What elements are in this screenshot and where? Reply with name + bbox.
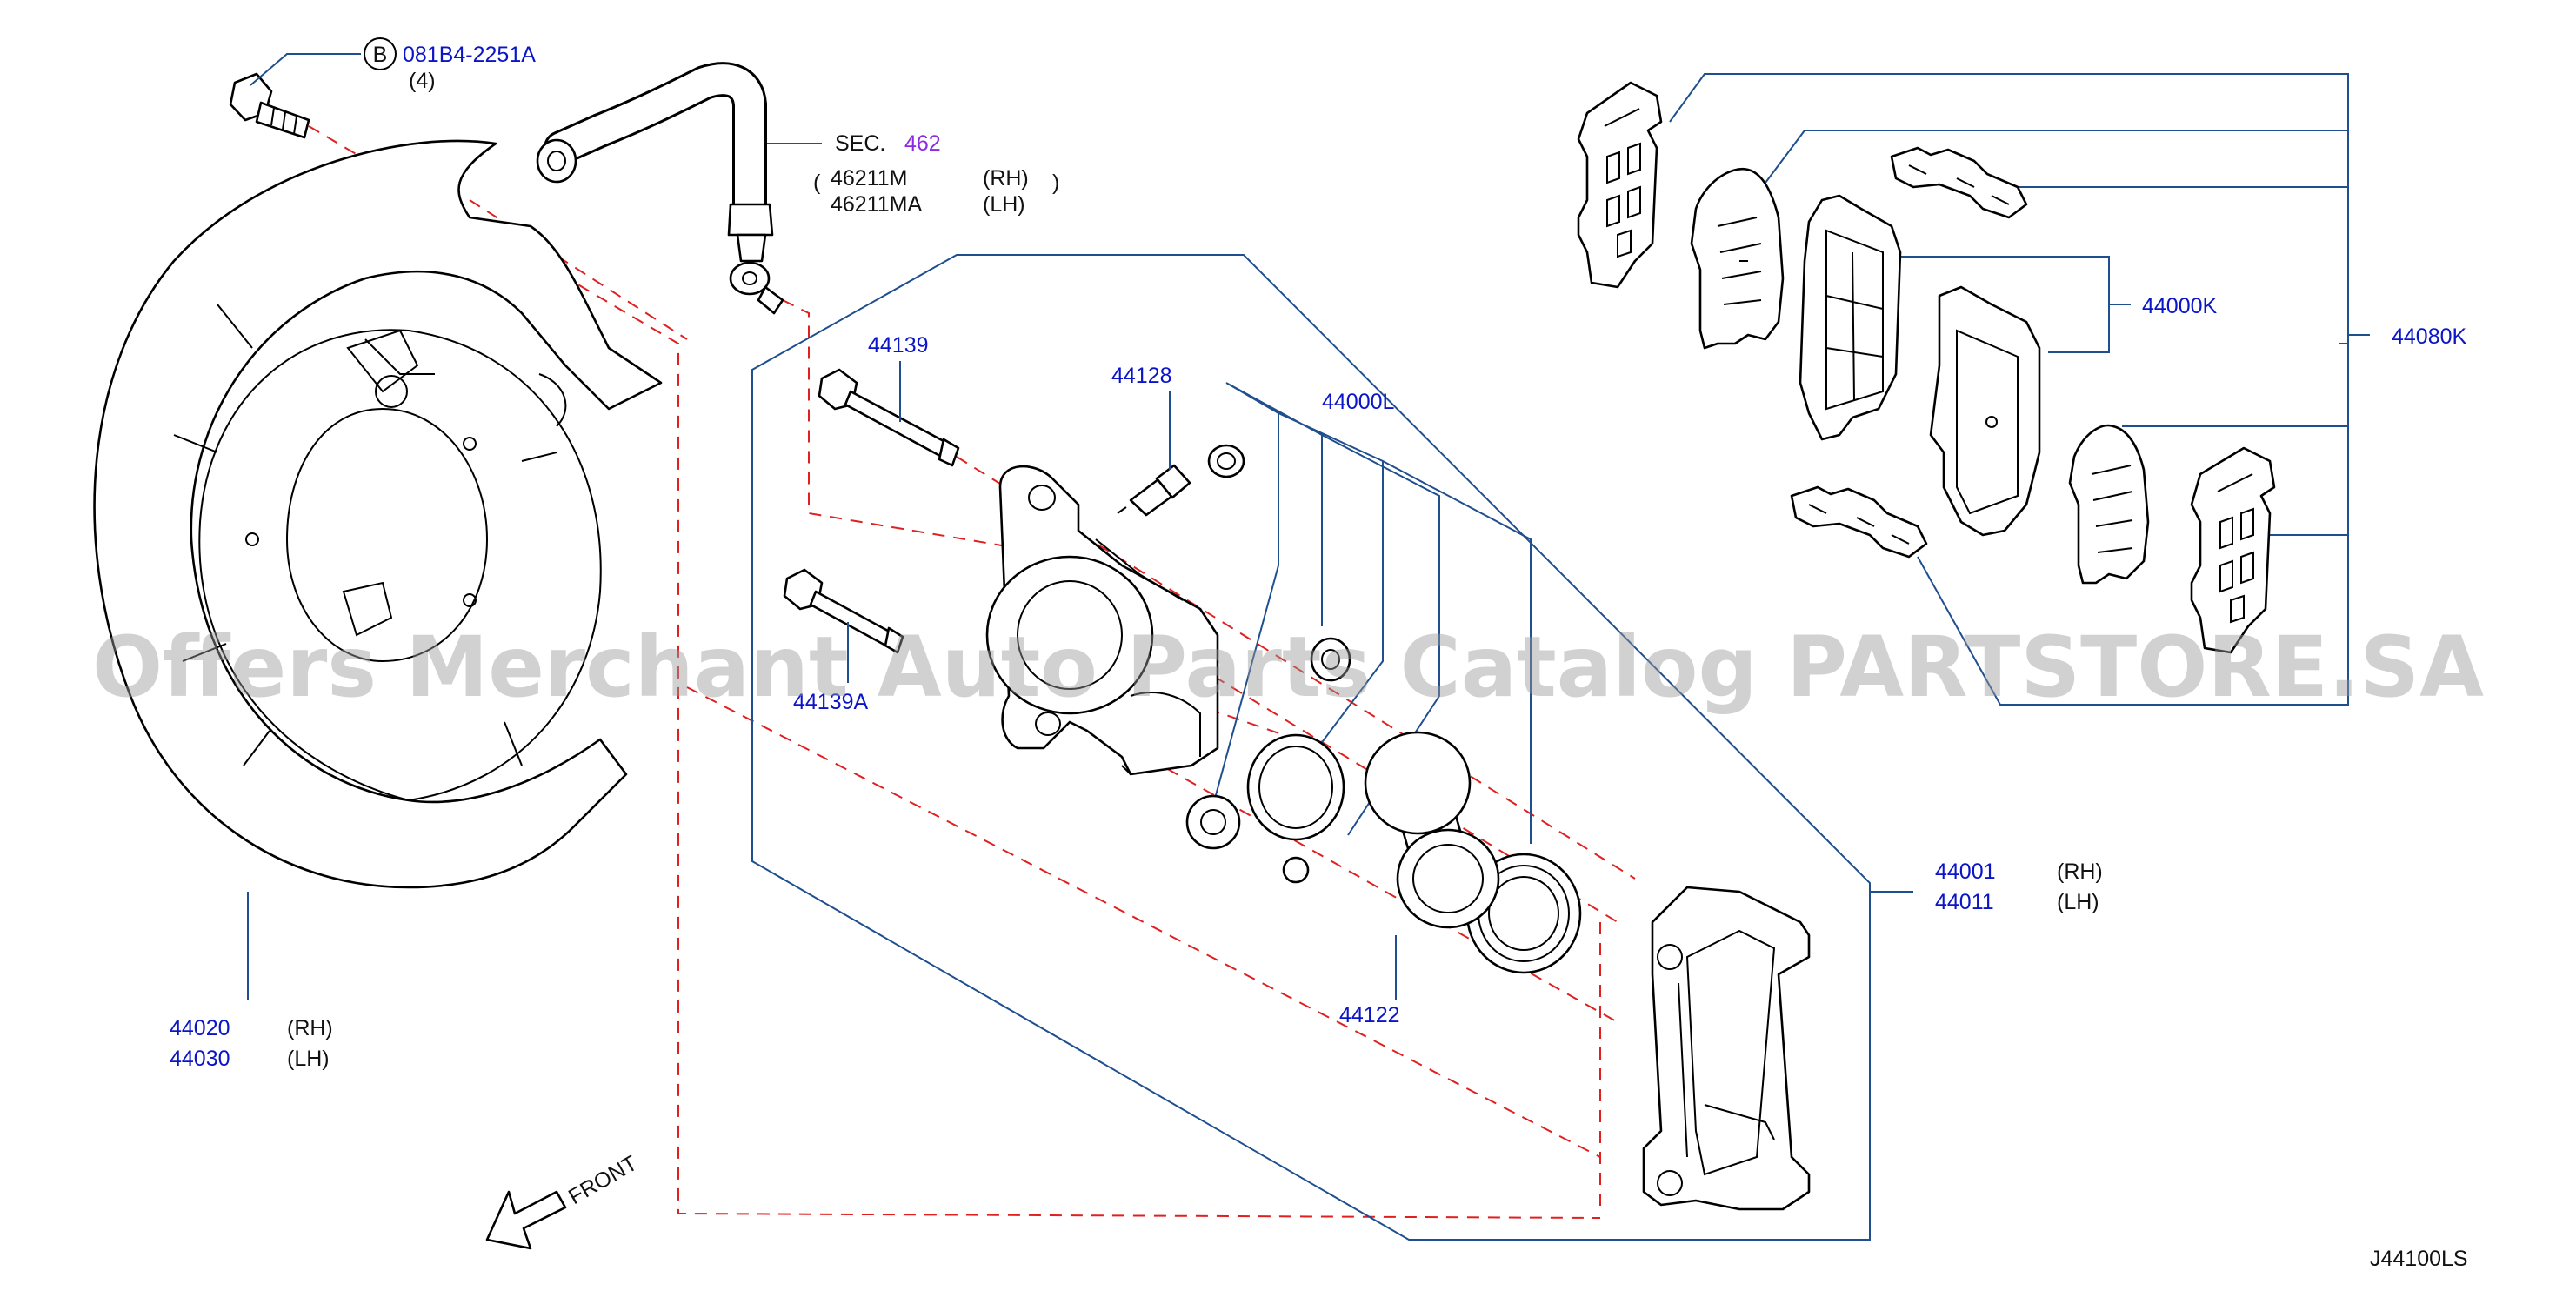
pad-retainer-upper-icon[interactable]	[1890, 146, 2028, 219]
shim-outer-upper-icon[interactable]	[1577, 81, 1663, 289]
backplate-rh-tag: (RH)	[287, 1016, 333, 1040]
front-arrow-icon	[485, 1190, 567, 1250]
hose-sec-number[interactable]: 462	[904, 131, 941, 156]
brake-pad-outer-icon[interactable]	[1799, 194, 1902, 441]
figure-code: J44100LS	[2370, 1247, 2468, 1271]
bracket-rh-part[interactable]: 44001	[1935, 860, 1996, 884]
hose-open-brace: (	[813, 171, 821, 195]
label-44139A[interactable]: 44139A	[793, 690, 869, 714]
sleeve-icon[interactable]	[1282, 856, 1310, 884]
caliper-body-icon[interactable]	[985, 465, 1219, 776]
hose-sec-label: SEC.	[835, 131, 885, 156]
shim-inner-upper-icon[interactable]	[1690, 167, 1785, 350]
label-44000K[interactable]: 44000K	[2142, 294, 2218, 318]
shim-inner-lower-icon[interactable]	[2068, 424, 2150, 585]
hose-rh-tag: (RH)	[983, 166, 1029, 191]
hose-close-brace: )	[1052, 171, 1059, 195]
pads-leaders	[1900, 256, 2131, 353]
backplate-lh-part[interactable]: 44030	[170, 1047, 230, 1071]
pad-retainer-lower-icon[interactable]	[1790, 485, 1928, 559]
boot-lower-icon[interactable]	[1185, 794, 1241, 850]
bleeder-screw-icon[interactable]	[1117, 444, 1245, 517]
dust-boot-small-icon[interactable]	[1310, 637, 1351, 682]
bolt-quantity: (4)	[409, 69, 436, 93]
guide-pin-lower-icon[interactable]	[783, 568, 904, 654]
backplate-lh-tag: (LH)	[287, 1047, 330, 1071]
label-44128[interactable]: 44128	[1111, 364, 1172, 388]
bracket-lh-part[interactable]: 44011	[1935, 890, 1994, 914]
bolt-part-number[interactable]: 081B4-2251A	[403, 43, 536, 67]
bolt-leader	[250, 53, 361, 86]
bracket-rh-tag: (RH)	[2057, 860, 2103, 884]
guide-pin-upper-icon[interactable]	[818, 368, 960, 467]
bracket-lh-tag: (LH)	[2057, 890, 2099, 914]
seal-kit-leaders	[1212, 382, 1532, 844]
shim-outer-lower-icon[interactable]	[2190, 446, 2276, 654]
label-44080K[interactable]: 44080K	[2392, 324, 2467, 349]
label-44000L[interactable]: 44000L	[1322, 390, 1395, 414]
backplate-rh-part[interactable]: 44020	[170, 1016, 230, 1040]
piston-icon[interactable]	[1364, 731, 1500, 929]
label-44122[interactable]: 44122	[1339, 1003, 1400, 1027]
watermark-text: Offers Merchant Auto Parts Catalog PARTS…	[92, 619, 2484, 716]
pad-kit-leaders	[1669, 73, 2349, 706]
front-label: FRONT	[564, 1151, 642, 1209]
bolt-icon[interactable]	[229, 72, 310, 139]
brake-hose-icon[interactable]	[536, 62, 784, 315]
caliper-group-outline	[751, 254, 1871, 1241]
hose-lh-part[interactable]: 46211MA	[831, 192, 922, 217]
backing-plate-icon[interactable]	[93, 139, 663, 889]
label-44139[interactable]: 44139	[868, 333, 929, 358]
piston-seal-icon[interactable]	[1246, 733, 1345, 841]
bolt-ref-circle	[364, 37, 397, 70]
hose-rh-part[interactable]: 46211M	[831, 166, 908, 191]
brake-pad-inner-icon[interactable]	[1929, 285, 2041, 537]
hose-lh-tag: (LH)	[983, 192, 1025, 217]
caliper-bracket-icon[interactable]	[1642, 886, 1811, 1211]
bolt-circle-letter: B	[373, 43, 388, 67]
